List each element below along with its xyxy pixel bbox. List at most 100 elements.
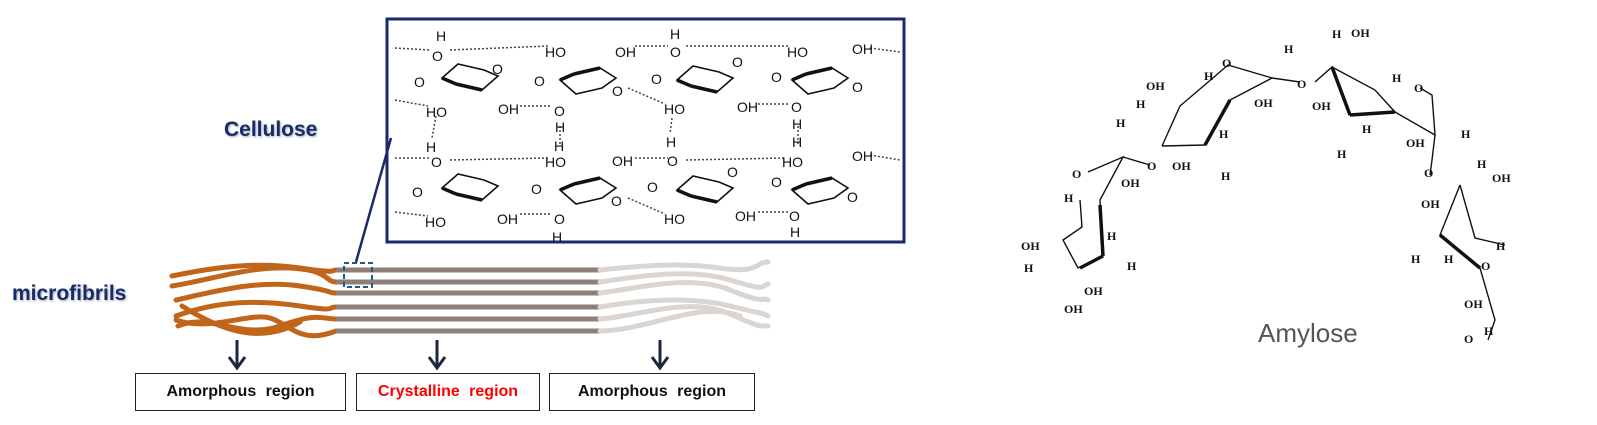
region-label: Crystalline region [377, 383, 519, 400]
atom-label: OH [852, 148, 873, 164]
atom-label: O [651, 71, 662, 87]
atom-label: OH [1464, 297, 1483, 311]
zoom-marker-dashed-box [343, 262, 373, 288]
faded-fibril-strand [597, 297, 771, 319]
atom-label: OH [1121, 176, 1140, 190]
atom-label: HO [425, 214, 446, 230]
atom-label: OH [1021, 239, 1040, 253]
atom-label: O [1222, 56, 1231, 70]
atom-label: O [611, 193, 622, 209]
atom-label: OH [1406, 136, 1425, 150]
faded-fibril-strand [597, 280, 771, 303]
region-label: Amorphous region [166, 383, 315, 400]
atom-label: O [612, 83, 623, 99]
atom-label: OH [497, 211, 518, 227]
atom-label: HO [782, 154, 803, 170]
atom-label: H [1461, 127, 1471, 141]
atom-label: O [492, 61, 503, 77]
atom-label: OH [1064, 302, 1083, 316]
wedge-bond [559, 72, 575, 82]
wedge-bond [573, 66, 601, 76]
wedge-bond [1438, 233, 1482, 270]
atom-label: O [732, 54, 743, 70]
hydrogen-bond [394, 211, 429, 217]
atom-label: OH [1312, 99, 1331, 113]
atom-label: OH [612, 153, 633, 169]
atom-label: O [1481, 259, 1490, 273]
hydrogen-bond [394, 99, 429, 107]
amorphous-region-left-box: Amorphous region [135, 373, 346, 411]
zoom-connector-line [354, 137, 393, 263]
atom-label: H [790, 224, 800, 240]
atom-label: OH [852, 41, 873, 57]
atom-label: O [1424, 166, 1433, 180]
atom-label: H [1107, 229, 1117, 243]
amylose-ring-bond [1314, 65, 1436, 137]
down-arrow-head [427, 356, 447, 371]
atom-label: H [1411, 252, 1421, 266]
wedge-bond [441, 76, 457, 86]
microfibrils-bundle [169, 259, 771, 339]
atom-label: OH [1084, 284, 1103, 298]
wedge-bond [455, 192, 483, 202]
atom-label: O [431, 154, 442, 170]
atom-label: O [791, 99, 802, 115]
wedge-bond [676, 188, 692, 198]
wedge-bond [791, 182, 807, 192]
atom-label: H [1127, 259, 1137, 273]
wedge-bond [1349, 110, 1396, 117]
atom-label: H [1337, 147, 1347, 161]
atom-label: H [1496, 239, 1506, 253]
atom-label: OH [1421, 197, 1440, 211]
wedge-bond [559, 182, 575, 192]
atom-label: O [852, 79, 863, 95]
atom-label: O [412, 184, 423, 200]
atom-label: H [1064, 191, 1074, 205]
atom-label: O [667, 153, 678, 169]
atom-label: OH [1172, 159, 1191, 173]
hydrogen-bond [685, 157, 786, 161]
hydrogen-bond [869, 47, 901, 53]
hydrogen-bond [627, 87, 666, 105]
atom-label: H [792, 116, 802, 132]
amorphous-fibril-strand [173, 299, 339, 319]
atom-label: O [771, 69, 782, 85]
region-arrows [227, 340, 670, 371]
atom-label: H [552, 229, 562, 245]
atom-label: O [1072, 167, 1081, 181]
atom-label: O [771, 174, 782, 190]
atom-label: O [432, 48, 443, 64]
atom-label: H [1484, 324, 1494, 338]
atom-label: H [1204, 69, 1214, 83]
atom-label: OH [615, 44, 636, 60]
atom-label: O [727, 164, 738, 180]
amylose-label: Amylose [1258, 318, 1358, 348]
down-arrow-head [650, 356, 670, 371]
faded-fibril-strand [597, 308, 743, 334]
region-label: Amorphous region [577, 383, 727, 400]
atom-label: O [414, 74, 425, 90]
atom-label: H [670, 26, 680, 42]
atom-label: H [1362, 122, 1372, 136]
wedge-bond [1098, 204, 1105, 257]
faded-fibril-strand [597, 271, 771, 290]
atom-label: O [554, 211, 565, 227]
atom-label: HO [664, 211, 685, 227]
down-arrow-head [227, 356, 247, 371]
amorphous-fibril-strand [169, 265, 339, 289]
atom-label: OH [737, 99, 758, 115]
amorphous-region-right-box: Amorphous region [549, 373, 755, 411]
atom-label: O [531, 181, 542, 197]
amylose-ring-bond [1271, 77, 1301, 83]
atom-label: HO [426, 104, 447, 120]
cellulose-structure-frame [385, 17, 906, 244]
atom-label: O [1147, 159, 1156, 173]
atom-label: H [666, 134, 676, 150]
atom-label: H [554, 138, 564, 154]
wedge-bond [690, 84, 718, 94]
atom-label: O [847, 189, 858, 205]
atom-label: H [1116, 116, 1126, 130]
atom-label: OH [498, 101, 519, 117]
